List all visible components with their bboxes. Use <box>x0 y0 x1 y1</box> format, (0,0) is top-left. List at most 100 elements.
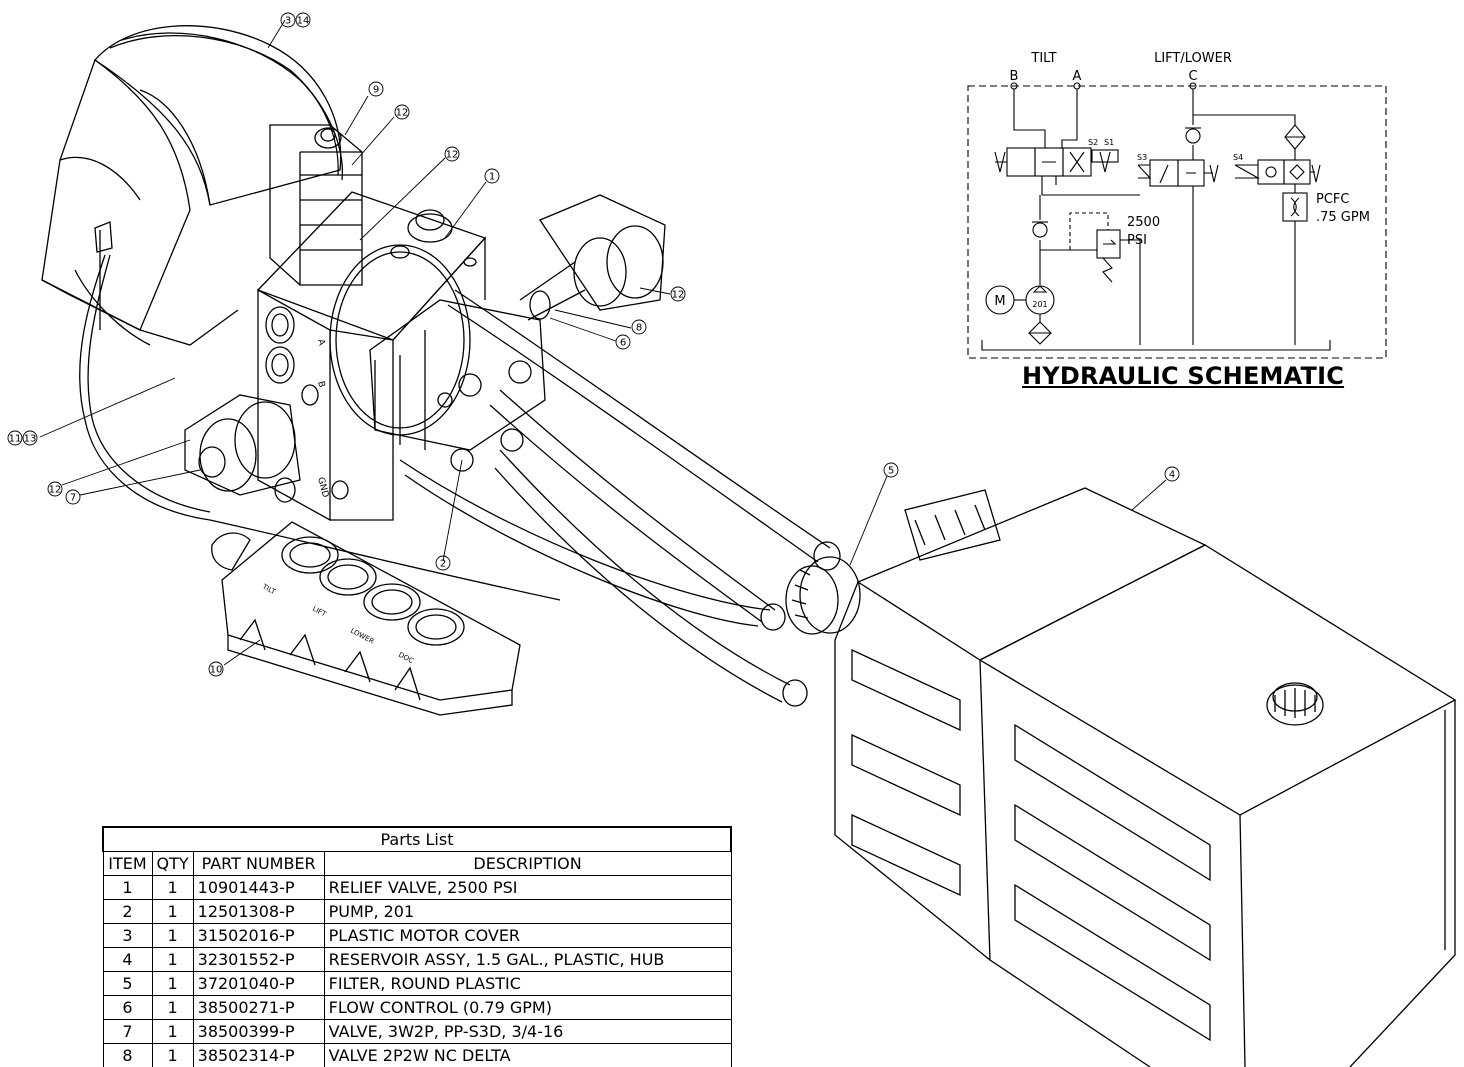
svg-text:12: 12 <box>672 290 685 301</box>
header-part-number: PART NUMBER <box>192 851 325 876</box>
svg-text:1: 1 <box>489 172 495 183</box>
table-row: 8 1 38502314-P VALVE 2P2W NC DELTA <box>102 1043 732 1067</box>
svg-text:12: 12 <box>446 150 459 161</box>
svg-text:4: 4 <box>1169 470 1175 481</box>
table-row: 3 1 31502016-P PLASTIC MOTOR COVER <box>102 923 732 948</box>
schematic-boundary <box>967 85 1387 359</box>
cell-part-number: 37201040-P <box>192 971 325 996</box>
schematic-motor: M <box>994 294 1005 309</box>
filter <box>785 556 861 635</box>
cell-item: 8 <box>102 1043 153 1067</box>
cell-description: FLOW CONTROL (0.79 GPM) <box>323 995 732 1020</box>
cell-qty: 1 <box>151 899 194 924</box>
hydraulic-schematic: TILT LIFT/LOWER B A C S2 S1 S3 <box>967 51 1387 359</box>
solenoid-valve-left <box>184 394 301 496</box>
table-row: 2 1 12501308-P PUMP, 201 <box>102 899 732 924</box>
schematic-s1: S1 <box>1104 138 1114 147</box>
hoses <box>209 289 841 707</box>
svg-text:14: 14 <box>297 16 310 27</box>
port-label-a: A <box>315 338 326 347</box>
cell-part-number: 38502314-P <box>192 1043 325 1067</box>
parts-list: Parts List ITEM QTY PART NUMBER DESCRIPT… <box>102 826 732 1067</box>
balloon-8: 8 <box>631 319 647 335</box>
balloon-11-13: 11 13 <box>7 430 38 446</box>
schematic-s3: S3 <box>1137 153 1147 162</box>
schematic-port-b: B <box>1010 69 1019 84</box>
schematic-pcfc-flow: .75 GPM <box>1316 210 1370 225</box>
balloon-7: 7 <box>65 489 81 505</box>
cell-part-number: 10901443-P <box>192 875 325 900</box>
pendant-label-doc: DOC <box>397 651 415 666</box>
cell-part-number: 38500271-P <box>192 995 325 1020</box>
schematic-s2: S2 <box>1088 138 1098 147</box>
header-item: ITEM <box>102 851 153 876</box>
pendant-control: TILT LIFT LOWER DOC <box>211 521 521 716</box>
cell-qty: 1 <box>151 995 194 1020</box>
schematic-port-c: C <box>1188 69 1197 84</box>
balloon-10: 10 <box>208 661 224 677</box>
solenoid-valve-top <box>269 124 363 286</box>
schematic-relief-pressure: 2500 <box>1127 215 1160 230</box>
pendant-label-tilt: TILT <box>260 582 277 596</box>
svg-text:2: 2 <box>440 559 446 570</box>
cell-part-number: 38500399-P <box>192 1019 325 1044</box>
schematic-title: HYDRAULIC SCHEMATIC <box>1022 362 1345 390</box>
svg-text:3: 3 <box>285 16 291 27</box>
table-row: 1 1 10901443-P RELIEF VALVE, 2500 PSI <box>102 875 732 900</box>
pendant-label-lower: LOWER <box>349 627 375 646</box>
pendant-label-lift: LIFT <box>311 605 328 619</box>
parts-list-title: Parts List <box>102 826 732 852</box>
table-row: 6 1 38500271-P FLOW CONTROL (0.79 GPM) <box>102 995 732 1020</box>
schematic-port-a: A <box>1073 69 1082 84</box>
cell-description: PLASTIC MOTOR COVER <box>323 923 732 948</box>
cell-description: RELIEF VALVE, 2500 PSI <box>323 875 732 900</box>
schematic-relief-unit: PSI <box>1127 233 1147 248</box>
balloon-3-14: 3 14 <box>280 12 311 28</box>
svg-text:7: 7 <box>70 493 76 504</box>
table-row: 7 1 38500399-P VALVE, 3W2P, PP-S3D, 3/4-… <box>102 1019 732 1044</box>
cell-item: 1 <box>102 875 153 900</box>
balloon-2: 2 <box>435 555 451 571</box>
cell-qty: 1 <box>151 947 194 972</box>
cell-qty: 1 <box>151 1043 194 1067</box>
svg-text:6: 6 <box>620 338 626 349</box>
svg-text:12: 12 <box>396 108 409 119</box>
parts-list-table: Parts List ITEM QTY PART NUMBER DESCRIPT… <box>102 826 732 1067</box>
svg-text:13: 13 <box>24 434 37 445</box>
svg-text:11: 11 <box>9 434 22 445</box>
cell-qty: 1 <box>151 971 194 996</box>
cell-item: 7 <box>102 1019 153 1044</box>
cell-part-number: 31502016-P <box>192 923 325 948</box>
svg-text:10: 10 <box>210 665 223 676</box>
solenoid-valve-right <box>519 194 666 321</box>
cell-description: VALVE 2P2W NC DELTA <box>323 1043 732 1067</box>
schematic-label-lift-lower: LIFT/LOWER <box>1154 51 1232 66</box>
cell-qty: 1 <box>151 923 194 948</box>
cell-qty: 1 <box>151 875 194 900</box>
schematic-s4: S4 <box>1233 153 1243 162</box>
svg-text:9: 9 <box>373 85 379 96</box>
balloon-6: 6 <box>615 334 631 350</box>
svg-text:8: 8 <box>636 323 642 334</box>
balloon-5: 5 <box>883 462 899 478</box>
cell-description: RESERVOIR ASSY, 1.5 GAL., PLASTIC, HUB <box>323 947 732 972</box>
svg-text:5: 5 <box>888 466 894 477</box>
balloon-12-b: 12 <box>444 146 460 162</box>
table-row: 4 1 32301552-P RESERVOIR ASSY, 1.5 GAL.,… <box>102 947 732 972</box>
cell-description: FILTER, ROUND PLASTIC <box>323 971 732 996</box>
item-balloons: 3 14 9 12 12 1 12 8 6 <box>7 12 1180 677</box>
cell-item: 4 <box>102 947 153 972</box>
reservoir-tank <box>834 487 1457 1067</box>
port-label-b: B <box>315 380 326 389</box>
balloon-12-a: 12 <box>394 104 410 120</box>
balloon-4: 4 <box>1164 466 1180 482</box>
schematic-label-tilt: TILT <box>1030 51 1056 66</box>
motor-cover <box>41 25 344 521</box>
header-description: DESCRIPTION <box>323 851 732 876</box>
cell-description: PUMP, 201 <box>323 899 732 924</box>
manifold-block: A B GND <box>256 191 487 522</box>
cell-part-number: 12501308-P <box>192 899 325 924</box>
cell-item: 3 <box>102 923 153 948</box>
schematic-pump: 201 <box>1032 300 1047 309</box>
